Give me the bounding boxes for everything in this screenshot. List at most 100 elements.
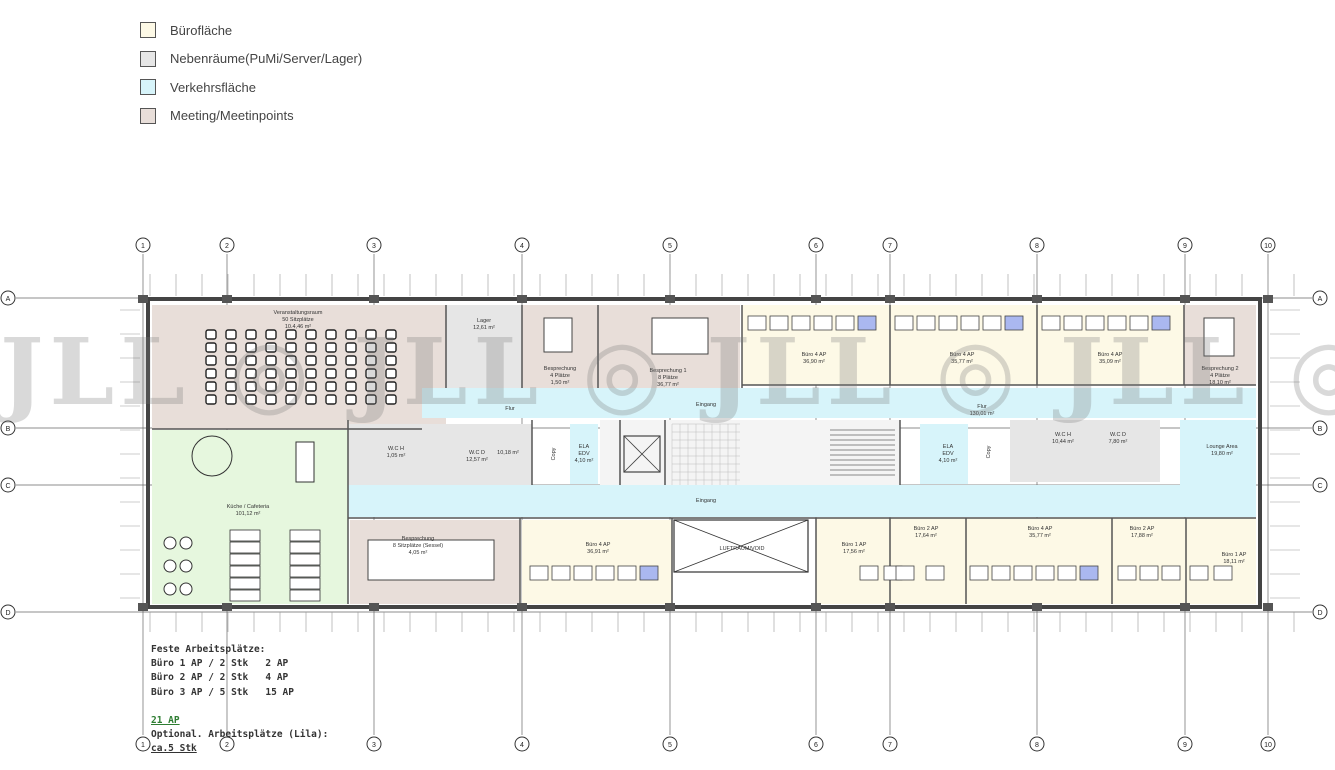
desk bbox=[747, 315, 767, 331]
chair bbox=[205, 368, 217, 379]
room-label-wc_h_e: 10,44 m² bbox=[1052, 439, 1074, 445]
room-label-ela_w: 4,10 m² bbox=[575, 458, 594, 464]
chair bbox=[225, 329, 237, 340]
room-label-ela_e: EDV bbox=[942, 451, 954, 457]
room-label-besprechung_1: 36,77 m² bbox=[657, 382, 679, 388]
room-label-besprechung_s: 4,05 m² bbox=[409, 550, 428, 556]
axis-label: A bbox=[6, 296, 11, 303]
room-label-buero2_s1: Büro 2 AP bbox=[914, 526, 939, 532]
column bbox=[1032, 603, 1042, 611]
axis-bubble bbox=[1029, 237, 1045, 253]
column bbox=[1263, 603, 1273, 611]
room-label-lager: Lager bbox=[477, 318, 491, 324]
room-label-wc_h: W.C H bbox=[388, 446, 404, 452]
column bbox=[665, 295, 675, 303]
axis-bubble bbox=[1029, 736, 1045, 752]
axis-bubble bbox=[882, 736, 898, 752]
notes-title: Feste Arbeitsplätze: bbox=[151, 644, 266, 655]
desk bbox=[1079, 565, 1099, 581]
axis-bubble bbox=[1312, 477, 1328, 493]
room-ela_e bbox=[920, 424, 968, 484]
axis-bubble bbox=[882, 237, 898, 253]
chair bbox=[265, 368, 277, 379]
column bbox=[517, 295, 527, 303]
axis-bubble bbox=[366, 736, 382, 752]
desk bbox=[617, 565, 637, 581]
column bbox=[1263, 295, 1273, 303]
void-cross bbox=[673, 519, 809, 573]
table-round bbox=[179, 536, 193, 550]
room-label-besprechung_a: 1,50 m² bbox=[551, 380, 570, 386]
chair bbox=[385, 381, 397, 392]
room-label-eingang_n: Eingang bbox=[696, 402, 716, 408]
room-ela_w bbox=[570, 424, 598, 484]
axis-bubble bbox=[1260, 237, 1276, 253]
desk bbox=[982, 315, 1002, 331]
axis-bubble bbox=[1312, 420, 1328, 436]
axis-label: C bbox=[1317, 483, 1322, 490]
desk bbox=[894, 315, 914, 331]
axis-bubble bbox=[1312, 604, 1328, 620]
axis-bubble bbox=[219, 237, 235, 253]
table-round bbox=[163, 559, 177, 573]
chair bbox=[265, 329, 277, 340]
column bbox=[811, 603, 821, 611]
desk bbox=[813, 315, 833, 331]
room-label-wc_d: W.C D bbox=[469, 450, 485, 456]
workplace-notes: Feste Arbeitsplätze: Büro 1 AP / 2 Stk 2… bbox=[151, 643, 328, 757]
chair bbox=[205, 394, 217, 405]
chair bbox=[245, 329, 257, 340]
chair bbox=[305, 329, 317, 340]
axis-bubble bbox=[1177, 736, 1193, 752]
chair bbox=[265, 355, 277, 366]
legend-item-circulation: Verkehrsfläche bbox=[140, 73, 362, 102]
table-round bbox=[163, 582, 177, 596]
notes-optional: Optional. Arbeitsplätze (Lila): bbox=[151, 729, 329, 741]
axis-label: A bbox=[1318, 296, 1323, 303]
desk bbox=[1063, 315, 1083, 331]
axis-bubble bbox=[662, 736, 678, 752]
desk bbox=[857, 315, 877, 331]
desk bbox=[938, 315, 958, 331]
meeting-table bbox=[367, 539, 495, 581]
chair bbox=[285, 342, 297, 353]
chair bbox=[325, 355, 337, 366]
chair bbox=[245, 394, 257, 405]
chair bbox=[225, 381, 237, 392]
chair bbox=[345, 368, 357, 379]
desk bbox=[1117, 565, 1137, 581]
room-label-besprechung_1: Besprechung 1 bbox=[650, 368, 687, 374]
axis-bubble bbox=[0, 420, 16, 436]
chair bbox=[305, 381, 317, 392]
axis-label: 8 bbox=[1035, 742, 1039, 749]
desk bbox=[639, 565, 659, 581]
room-label-buero4_s1: 36,91 m² bbox=[587, 549, 609, 555]
room-label-buero2_s2: Büro 2 AP bbox=[1130, 526, 1155, 532]
desk bbox=[551, 565, 571, 581]
room-label-buero4_n1: Büro 4 AP bbox=[802, 352, 827, 358]
axis-label: 6 bbox=[814, 742, 818, 749]
axis-bubble bbox=[0, 477, 16, 493]
chair bbox=[205, 381, 217, 392]
room-label-lounge: 19,80 m² bbox=[1211, 451, 1233, 457]
chair bbox=[305, 394, 317, 405]
chair bbox=[385, 394, 397, 405]
chair bbox=[265, 342, 277, 353]
notes-line: Büro 2 AP / 2 Stk 4 AP bbox=[151, 672, 289, 684]
room-label-besprechung_1: 8 Plätze bbox=[658, 375, 678, 381]
axis-label: D bbox=[1317, 610, 1322, 617]
axis-bubble bbox=[366, 237, 382, 253]
room-label-besprechung_a: Besprechung bbox=[544, 366, 576, 372]
desk bbox=[991, 565, 1011, 581]
axis-label: 5 bbox=[668, 742, 672, 749]
chair bbox=[385, 329, 397, 340]
table-long bbox=[229, 589, 261, 602]
axis-label: 7 bbox=[888, 243, 892, 250]
room-label-wc_h_e: W.C H bbox=[1055, 432, 1071, 438]
chair bbox=[365, 368, 377, 379]
legend-label: Meeting/Meetinpoints bbox=[170, 108, 294, 124]
table-long bbox=[289, 529, 321, 542]
room-wc_e bbox=[1010, 420, 1160, 482]
column bbox=[885, 295, 895, 303]
